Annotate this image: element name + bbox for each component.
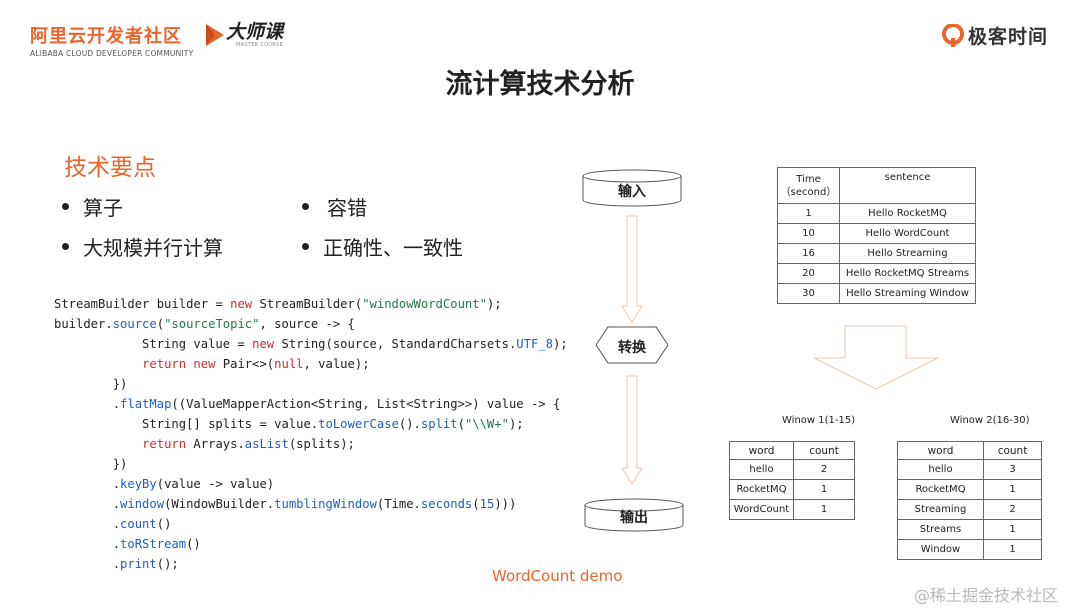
section-heading: 技术要点 [64, 155, 156, 181]
table-cell: Hello Streaming Window [839, 283, 976, 304]
table-cell: 30 [777, 283, 840, 304]
table-cell: 2 [793, 459, 855, 480]
table-cell: 1 [793, 499, 855, 520]
flow-output-label: 输出 [620, 510, 648, 526]
watermark: @稀土掘金技术社区 [914, 586, 1059, 605]
bullet-text: 正确性、一致性 [323, 236, 463, 260]
table-row: Streams 1 [897, 519, 1042, 540]
table-cell: 1 [983, 479, 1042, 500]
flow-input-label: 输入 [618, 184, 646, 200]
window2-table: word count hello 3 RocketMQ 1 Streaming … [897, 441, 1042, 560]
input-cylinder [582, 169, 682, 207]
table-cell: Hello WordCount [839, 223, 976, 244]
table-cell: 16 [777, 243, 840, 264]
table-header-row: word count [729, 441, 855, 460]
bullet-text: 容错 [327, 196, 367, 220]
page-title: 流计算技术分析 [445, 69, 635, 100]
dashi-logo: 大师课 MASTER COURSE [206, 22, 283, 48]
bullet-icon [302, 203, 309, 210]
table-header-cell: sentence [839, 167, 976, 204]
table-row: WordCount 1 [729, 499, 855, 520]
table-cell: 1 [983, 539, 1042, 560]
output-cylinder [584, 498, 684, 532]
table-cell: hello [729, 459, 794, 480]
table-header-cell: word [729, 441, 794, 460]
bullet-point: 算子 [62, 192, 123, 221]
bullet-icon [302, 243, 309, 250]
table-cell: Hello RocketMQ [839, 203, 976, 224]
geek-logo: 极客时间 [942, 22, 1048, 49]
code-block: StreamBuilder builder = new StreamBuilde… [54, 297, 568, 571]
bullet-text: 大规模并行计算 [83, 236, 223, 260]
bullet-point: 大规模并行计算 [62, 232, 223, 261]
table-row: 16 Hello Streaming [777, 243, 976, 264]
play-icon [206, 24, 224, 46]
table-cell: 3 [983, 459, 1042, 480]
table-row: RocketMQ 1 [897, 479, 1042, 500]
table-cell: hello [897, 459, 984, 480]
bullet-text: 算子 [83, 196, 123, 220]
code-caption: WordCount demo [492, 567, 623, 585]
table-row: hello 3 [897, 459, 1042, 480]
dashi-logo-text: 大师课 [226, 21, 284, 43]
transform-hexagon [595, 326, 669, 364]
flow-transform-label: 转换 [618, 340, 646, 356]
table-header-cell: Time （second） [777, 167, 840, 204]
table-header-row: Time （second） sentence [777, 167, 976, 204]
table-cell: RocketMQ [729, 479, 794, 500]
table-cell: 2 [983, 499, 1042, 520]
down-arrow-icon [621, 215, 643, 323]
table-row: RocketMQ 1 [729, 479, 855, 500]
aliyun-logo-text: 阿里云开发者社区 [30, 26, 182, 47]
table-row: 10 Hello WordCount [777, 223, 976, 244]
bullet-point: 正确性、一致性 [302, 232, 463, 261]
table-cell: 1 [777, 203, 840, 224]
table-cell: WordCount [729, 499, 794, 520]
table-row: Window 1 [897, 539, 1042, 560]
table-cell: 1 [793, 479, 855, 500]
table-row: Streaming 2 [897, 499, 1042, 520]
table-cell: 1 [983, 519, 1042, 540]
aliyun-logo-subtext: ALIBABA CLOUD DEVELOPER COMMUNITY [30, 49, 194, 58]
table-row: 20 Hello RocketMQ Streams [777, 263, 976, 284]
window1-caption: Winow 1(1-15) [782, 415, 856, 426]
sentences-table: Time （second） sentence 1 Hello RocketMQ … [777, 167, 976, 304]
table-cell: Hello Streaming [839, 243, 976, 264]
window2-caption: Winow 2(16-30) [950, 415, 1030, 426]
table-row: 30 Hello Streaming Window [777, 283, 976, 304]
down-arrow-icon [621, 375, 643, 485]
table-cell: Streaming [897, 499, 984, 520]
table-header-cell: word [897, 441, 984, 460]
table-cell: Hello RocketMQ Streams [839, 263, 976, 284]
bullet-icon [62, 243, 69, 250]
table-cell: Window [897, 539, 984, 560]
table-cell: 10 [777, 223, 840, 244]
table-row: 1 Hello RocketMQ [777, 203, 976, 224]
geek-logo-icon [942, 23, 964, 47]
table-header-cell: count [983, 441, 1042, 460]
table-cell: 20 [777, 263, 840, 284]
table-header-row: word count [897, 441, 1042, 460]
bullet-icon [62, 203, 69, 210]
table-row: hello 2 [729, 459, 855, 480]
big-down-arrow-icon [813, 325, 939, 390]
aliyun-logo: 阿里云开发者社区 ALIBABA CLOUD DEVELOPER COMMUNI… [30, 22, 193, 58]
table-header-cell: count [793, 441, 855, 460]
dashi-logo-subtext: MASTER COURSE [236, 42, 284, 48]
table-cell: Streams [897, 519, 984, 540]
window1-table: word count hello 2 RocketMQ 1 WordCount … [729, 441, 855, 520]
table-cell: RocketMQ [897, 479, 984, 500]
bullet-point: 容错 [302, 192, 367, 221]
geek-logo-text: 极客时间 [968, 26, 1049, 48]
